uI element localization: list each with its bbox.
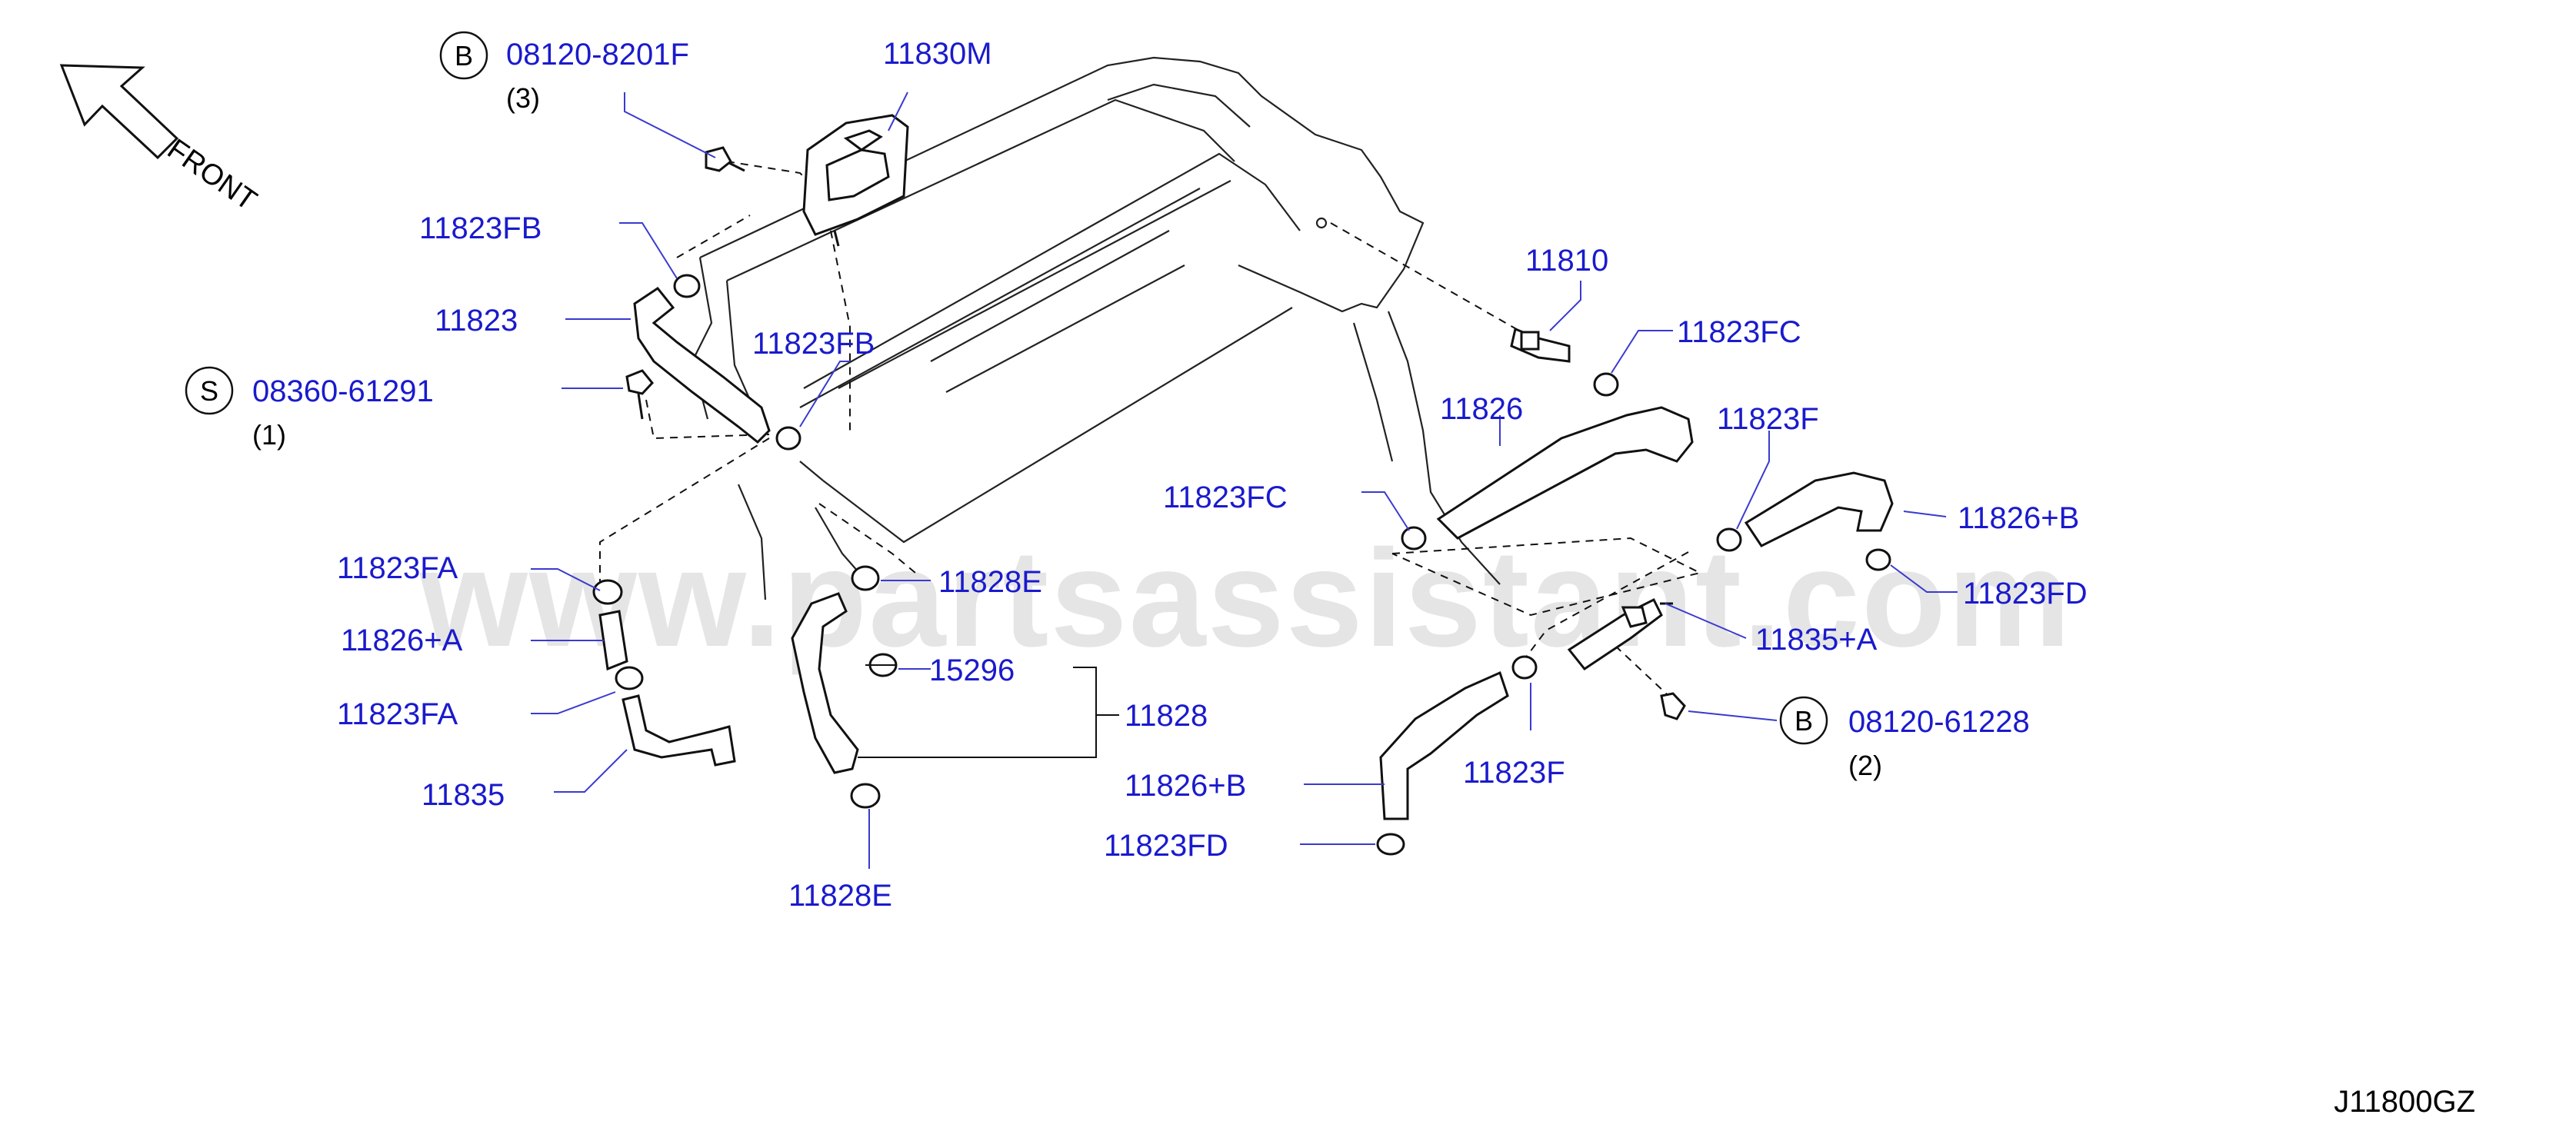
assembly-dashed-lines — [599, 161, 1702, 704]
hose-11828 — [791, 592, 859, 774]
circle-s: S — [185, 366, 234, 415]
circle-b-top-letter: B — [455, 40, 473, 72]
clamp-11823FB-top — [673, 274, 701, 298]
clamp-11823FC-lower — [1401, 526, 1427, 551]
label-11826B-upper[interactable]: 11826+B — [1958, 501, 2079, 535]
hose-11826B-lower — [1379, 670, 1509, 820]
clamp-11823FB-lower — [775, 426, 801, 451]
label-08360-61291[interactable]: 08360-61291 — [252, 374, 434, 408]
label-11830M[interactable]: 11830M — [883, 37, 992, 71]
front-label: FRONT — [162, 133, 262, 217]
tube-11835A — [1567, 597, 1673, 671]
watermark: www.partsassistant.com — [419, 521, 2072, 676]
label-11823F-upper[interactable]: 11823F — [1717, 402, 1819, 436]
label-11826[interactable]: 11826 — [1440, 392, 1523, 426]
label-11823FC-upper[interactable]: 11823FC — [1677, 315, 1801, 349]
clamp-11823F-upper — [1716, 527, 1742, 552]
label-11823FA-lower[interactable]: 11823FA — [337, 697, 458, 731]
label-11823FB-upper[interactable]: 11823FB — [419, 211, 542, 245]
label-11823FB-lower[interactable]: 11823FB — [752, 327, 875, 361]
clamp-11823FD-lower — [1376, 833, 1405, 856]
label-15296[interactable]: 15296 — [929, 654, 1015, 687]
oil-separator-bracket — [802, 114, 909, 247]
circle-s-letter: S — [200, 375, 218, 407]
pcv-valve-11810 — [1510, 327, 1571, 363]
label-11823FC-lower[interactable]: 11823FC — [1163, 481, 1288, 514]
label-11828E-lower[interactable]: 11828E — [788, 879, 892, 913]
clamp-11823F-lower — [1511, 655, 1538, 680]
clamp-11823FC-upper — [1593, 372, 1619, 397]
qty-3: (3) — [506, 82, 540, 114]
label-08120-8201F[interactable]: 08120-8201F — [506, 38, 689, 72]
clamp-11823FA-lower — [615, 666, 644, 690]
bolt-08360-61291 — [625, 369, 654, 420]
diagram-code: J11800GZ — [2334, 1085, 2475, 1119]
label-11810[interactable]: 11810 — [1525, 244, 1608, 278]
clamp-11828E-lower — [850, 783, 881, 809]
label-11835A[interactable]: 11835+A — [1755, 623, 1878, 657]
hose-11823 — [633, 286, 771, 444]
hose-11826 — [1436, 406, 1694, 540]
hose-11826A — [598, 610, 628, 671]
circle-b-right: B — [1779, 696, 1828, 745]
bolt-08120-61228 — [1660, 692, 1686, 720]
leader-lines — [531, 91, 1958, 869]
qty-1: (1) — [252, 419, 286, 451]
label-11823[interactable]: 11823 — [435, 304, 518, 338]
qty-2: (2) — [1848, 750, 1882, 781]
label-11823F-lower[interactable]: 11823F — [1463, 756, 1565, 790]
label-11835[interactable]: 11835 — [422, 778, 505, 812]
label-11823FD-lower[interactable]: 11823FD — [1104, 829, 1228, 863]
hose-11826B-upper — [1744, 471, 1894, 547]
label-11826B-lower[interactable]: 11826+B — [1125, 769, 1246, 803]
tube-11835 — [622, 694, 736, 767]
label-11826A[interactable]: 11826+A — [341, 624, 463, 657]
label-08120-61228[interactable]: 08120-61228 — [1848, 705, 2030, 739]
circle-b-top: B — [439, 31, 488, 80]
circle-b-right-letter: B — [1795, 705, 1813, 737]
label-11823FD-upper[interactable]: 11823FD — [1963, 577, 2088, 610]
label-11823FA-upper[interactable]: 11823FA — [337, 551, 458, 585]
label-11828E-upper[interactable]: 11828E — [938, 565, 1042, 599]
front-arrow-icon — [59, 64, 179, 160]
bolt-08120-8201F — [705, 146, 745, 172]
clamp-11823FA-upper — [592, 579, 623, 605]
label-11828[interactable]: 11828 — [1125, 699, 1208, 733]
clamp-11823FD-upper — [1865, 548, 1891, 571]
clamp-11828E-upper — [851, 565, 880, 591]
